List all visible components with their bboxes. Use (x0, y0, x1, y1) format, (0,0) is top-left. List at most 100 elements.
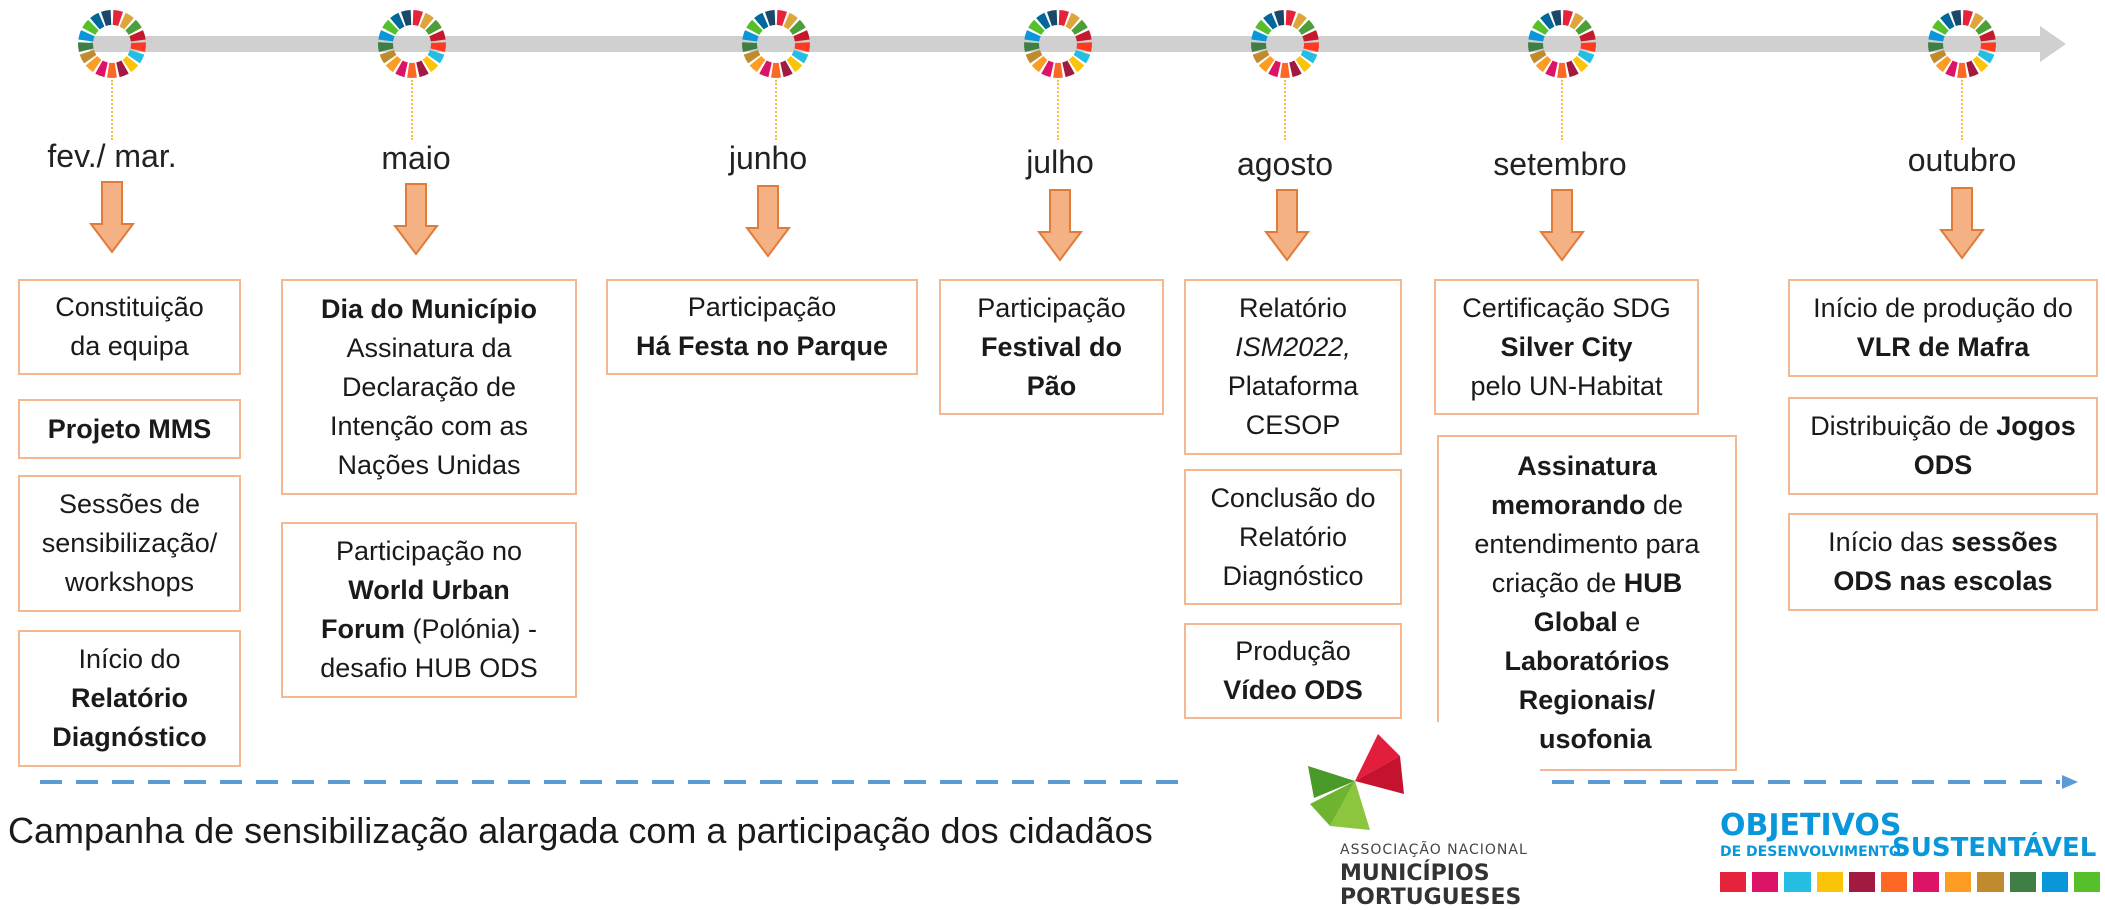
sdg-wheel-segment (425, 19, 442, 35)
sdg-wheel-segment (759, 60, 772, 78)
sdg-wheel-segment (1252, 49, 1270, 64)
sdg-wheel-segment (1025, 49, 1043, 64)
sdg-wheel-segment (1031, 56, 1048, 73)
sdg-wheel-segment (742, 30, 759, 42)
sdg-wheel-segment (764, 10, 776, 27)
sdg-wheel-segment (1980, 42, 1996, 52)
sdg-wheel-segment (385, 56, 402, 73)
sdg-wheel-segment (1557, 62, 1567, 78)
month-label-agosto: agosto (1236, 146, 1334, 182)
sdg-wheel-segment (1528, 30, 1545, 42)
wheel-connector-line (1057, 80, 1059, 140)
event-box-projeto-mms: Projeto MMS (18, 399, 241, 459)
sdg-wheel-segment (1579, 30, 1596, 42)
sdg-wheel-segment (1572, 56, 1589, 73)
sdg-wheel-segment (1577, 49, 1595, 64)
sdg-wheel-segment (1940, 12, 1955, 30)
sdg-wheel-segment (427, 49, 445, 64)
sdg-wheel-segment (1966, 60, 1979, 78)
ods-logo: OBJETIVOS DE DESENVOLVIMENTO SUSTENTÁVEL (1716, 810, 2105, 910)
sdg-wheel-segment (1295, 56, 1312, 73)
sdg-wheel-segment (1529, 49, 1547, 64)
sdg-wheel-segment (1562, 10, 1574, 27)
wheel-connector-line (111, 80, 113, 140)
sdg-wheel-segment (419, 12, 434, 30)
sdg-wheel-segment (1528, 42, 1544, 52)
ods-color-block (2041, 872, 2068, 892)
sdg-wheel-segment (1962, 10, 1974, 27)
ods-word1: OBJETIVOS (1720, 808, 1902, 843)
sdg-wheel-segment (129, 30, 146, 42)
sdg-wheel-icon (378, 10, 446, 78)
sdg-wheel-segment (407, 62, 417, 78)
sdg-wheel-segment (1300, 49, 1318, 64)
sdg-wheel-segment (1076, 42, 1092, 52)
sdg-wheel-segment (78, 30, 95, 42)
sdg-wheel-segment (743, 49, 761, 64)
wheel-connector-line (1284, 80, 1286, 140)
sdg-wheel-segment (1273, 10, 1285, 27)
anmp-line2: MUNICÍPIOS (1340, 861, 1490, 886)
anmp-line1: ASSOCIAÇÃO NACIONAL (1340, 842, 1528, 858)
sdg-wheel-segment (783, 12, 798, 30)
month-label-setembro: setembro (1493, 146, 1627, 182)
sdg-wheel-segment (1285, 10, 1297, 27)
sdg-wheel-segment (82, 19, 99, 35)
sdg-wheel-segment (1065, 12, 1080, 30)
ods-word3: SUSTENTÁVEL (1892, 833, 2097, 863)
sdg-wheel-segment (776, 10, 788, 27)
sdg-wheel-segment (1945, 60, 1958, 78)
sdg-wheel-segment (1263, 12, 1278, 30)
sdg-wheel-segment (395, 60, 408, 78)
sdg-wheel-segment (378, 30, 395, 42)
sdg-wheel-segment (1979, 30, 1996, 42)
sdg-wheel-segment (1566, 60, 1579, 78)
ods-color-block (1816, 872, 1843, 892)
sdg-wheel-icon (1528, 10, 1596, 78)
ods-color-block (2073, 872, 2101, 892)
sdg-wheel-segment (794, 42, 810, 52)
sdg-wheel-segment (742, 42, 758, 52)
sdg-wheel-segment (1975, 19, 1992, 35)
sdg-wheel-segment (1024, 30, 1041, 42)
sdg-wheel-segment (1972, 56, 1989, 73)
sdg-wheel-segment (422, 56, 439, 73)
sdg-wheel-segment (116, 60, 129, 78)
campaign-dashed-line (40, 775, 2078, 789)
sdg-wheel-segment (1075, 30, 1092, 42)
sdg-wheel-segment (1969, 12, 1984, 30)
sdg-wheel-segment (85, 56, 102, 73)
sdg-wheel-segment (1041, 60, 1054, 78)
sdg-wheel-segment (1535, 56, 1552, 73)
sdg-wheel-segment (379, 49, 397, 64)
sdg-wheel-segment (107, 62, 117, 78)
sdg-wheel-icon (78, 10, 146, 78)
sdg-wheel-segment (429, 30, 446, 42)
sdg-wheel-segment (112, 10, 124, 27)
sdg-wheel-segment (1053, 62, 1063, 78)
month-label-outubro: outubro (1907, 142, 2017, 178)
sdg-wheel-segment (1532, 19, 1549, 35)
wheel-connector-line (411, 80, 413, 140)
sdg-wheel-segment (1068, 56, 1085, 73)
ods-color-block (2009, 872, 2036, 892)
sdg-wheel-segment (1977, 49, 1995, 64)
sdg-wheel-segment (1950, 10, 1962, 27)
sdg-wheel-segment (1957, 62, 1967, 78)
sdg-wheel-segment (400, 10, 412, 27)
sdg-wheel-segment (1540, 12, 1555, 30)
sdg-wheel-segment (746, 19, 763, 35)
sdg-wheel-segment (1569, 12, 1584, 30)
sdg-wheel-segment (1545, 60, 1558, 78)
down-arrow-icon (1264, 189, 1310, 262)
sdg-wheel-segment (1251, 42, 1267, 52)
month-label-julho: julho (1026, 144, 1094, 180)
sdg-wheel-segment (78, 42, 94, 52)
sdg-wheel-segment (1929, 49, 1947, 64)
